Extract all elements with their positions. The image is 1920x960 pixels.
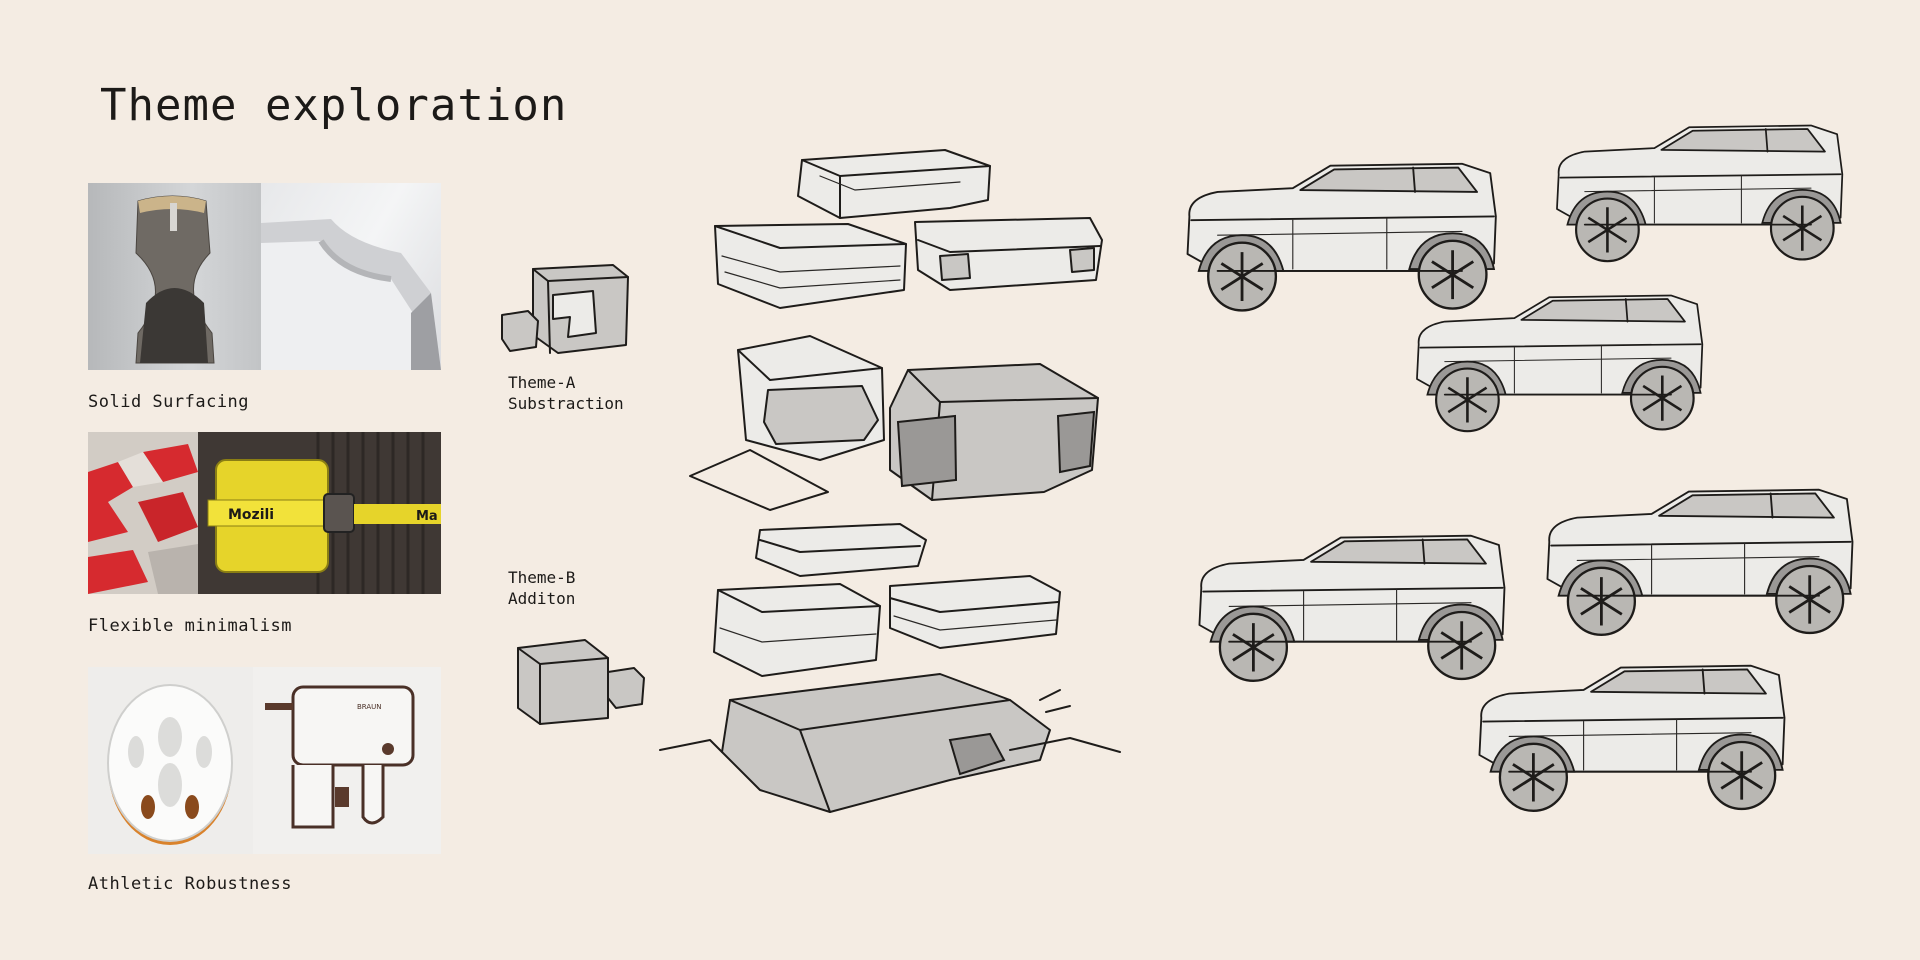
box-form-sketches (650, 140, 1180, 844)
red-felt-pattern-icon (88, 432, 198, 594)
suv-sketch-3 (1415, 294, 1704, 433)
yellow-suitcase-icon: Mozili Ma (198, 432, 441, 594)
suv-sketch-5 (1546, 488, 1854, 637)
suv-side-view-sketch-icon (1415, 294, 1704, 433)
suv-sketch-6 (1478, 664, 1786, 813)
moodboard-caption-athletic-robustness: Athletic Robustness (88, 874, 292, 894)
suv-sketch-2 (1555, 124, 1844, 263)
box-form-sketch-icon (659, 149, 1121, 813)
moodboard-caption-flexible-minimalism: Flexible minimalism (88, 616, 292, 636)
braun-device-photo: BRAUN (253, 667, 441, 854)
curved-metal-surface-icon (261, 219, 441, 370)
yellow-suitcase-photo: Mozili Ma (198, 432, 441, 594)
suv-side-view-sketch-icon (1198, 534, 1506, 683)
helmet-photo (88, 667, 253, 854)
suv-side-view-sketch-icon (1555, 124, 1844, 263)
suv-side-view-sketch-icon (1546, 488, 1854, 637)
box-subtraction-sketch-icon (501, 264, 629, 354)
braun-logo-text: BRAUN (357, 703, 382, 711)
rock-sample-icon (135, 195, 215, 364)
red-felt-photo (88, 432, 198, 594)
curved-metal-photo (261, 183, 441, 370)
page-title: Theme exploration (100, 80, 568, 131)
theme-b-label: Theme-B Additon (508, 568, 576, 608)
moodboard-caption-solid-surfacing: Solid Surfacing (88, 392, 250, 412)
theme-a-label: Theme-A Substraction (508, 373, 624, 413)
suitcase-strap-text-2: Ma (416, 509, 438, 524)
suv-side-view-sketch-icon (1478, 664, 1786, 813)
box-addition-sketch-icon (517, 639, 645, 725)
white-helmet-icon (107, 684, 233, 845)
theme-a-mini-sketch (498, 255, 638, 369)
rock-sample-photo (88, 183, 261, 370)
suitcase-strap-text: Mozili (228, 507, 274, 523)
braun-device-icon: BRAUN (265, 685, 415, 829)
suv-side-view-sketch-icon (1186, 162, 1498, 312)
theme-b-mini-sketch (510, 628, 650, 732)
